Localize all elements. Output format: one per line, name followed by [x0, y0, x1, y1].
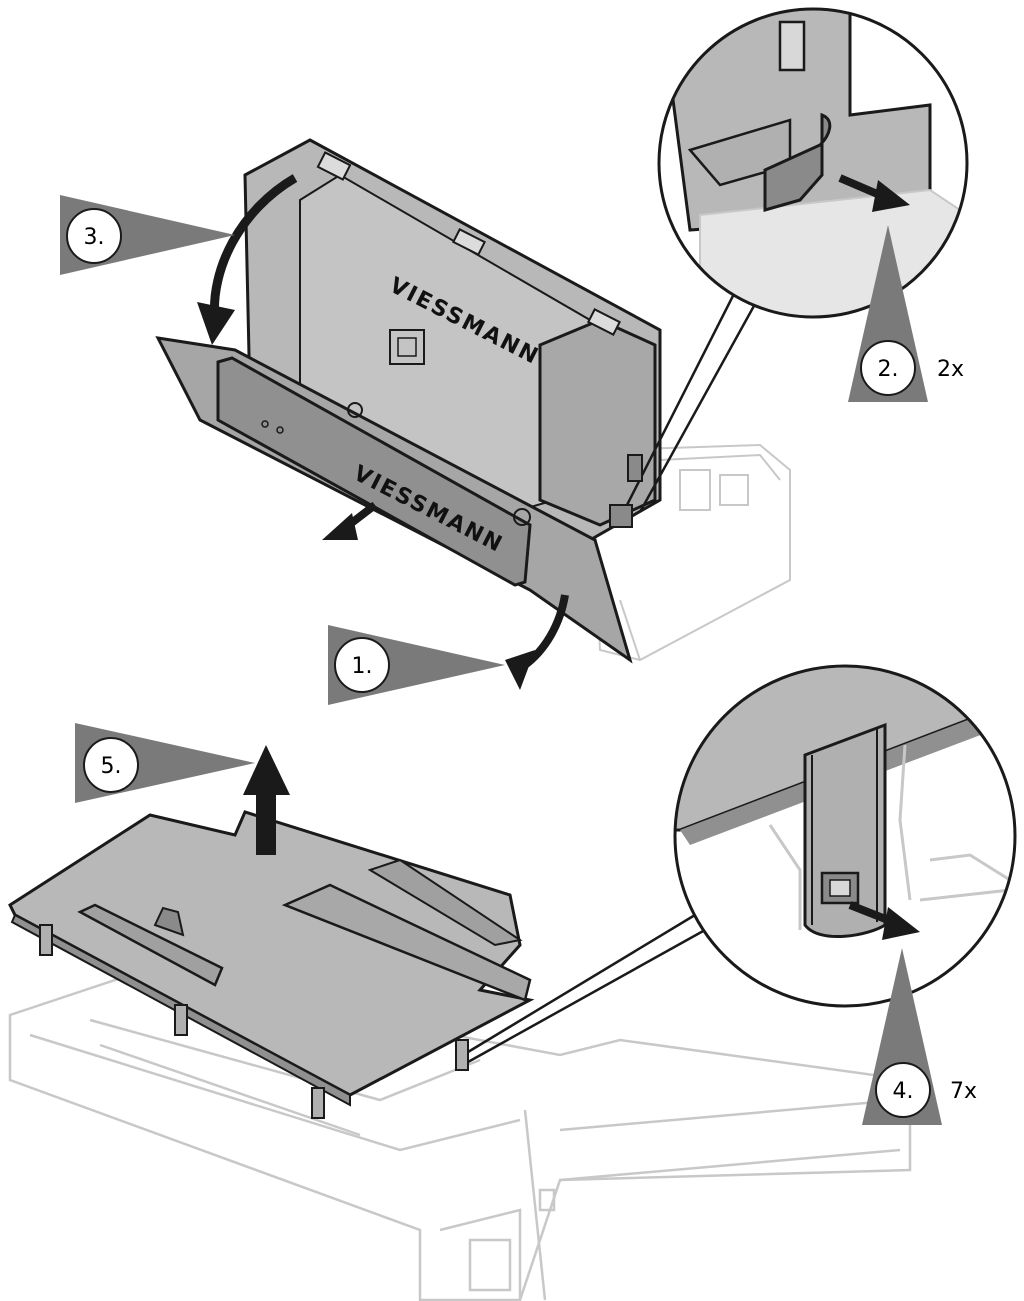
- latch-tab: [763, 112, 832, 212]
- detail-circle-clip: [673, 664, 1017, 1008]
- step-marker-5: 5.: [75, 723, 255, 803]
- cover-plate: [8, 745, 706, 1119]
- cover-knob: [153, 906, 185, 937]
- control-unit-side-box: [538, 318, 657, 527]
- window-cutout: [389, 329, 425, 365]
- front-bar: [216, 356, 532, 587]
- rotate-arrow-3: [209, 174, 298, 321]
- push-arrow-2: [838, 174, 884, 200]
- svg-text:1.: 1.: [352, 654, 373, 679]
- lift-arrow-5-shaft: [256, 790, 276, 855]
- rotate-arrowhead-3: [197, 302, 235, 345]
- svg-text:5.: 5.: [101, 754, 122, 779]
- retaining-clip: [803, 722, 887, 939]
- cover-ridge-left: [77, 903, 224, 987]
- step-2-count: 2x: [937, 357, 964, 382]
- svg-text:2.: 2.: [878, 357, 899, 382]
- lift-arrow-5-head: [243, 745, 290, 795]
- lower-base-ghost: [8, 973, 912, 1301]
- svg-text:4.: 4.: [893, 1079, 914, 1104]
- step-marker-2: 2. 2x: [848, 225, 964, 402]
- step-marker-1: 1.: [328, 625, 505, 705]
- step-marker-3: 3.: [60, 195, 235, 275]
- detail-circle-latch: [657, 7, 969, 319]
- cover-ridge-right: [281, 883, 532, 1002]
- step-4-count: 7x: [950, 1079, 977, 1104]
- svg-text:3.: 3.: [84, 225, 105, 250]
- control-unit: VIESSMANN VIESSMANN: [155, 138, 791, 690]
- step-marker-4: 4. 7x: [862, 948, 977, 1125]
